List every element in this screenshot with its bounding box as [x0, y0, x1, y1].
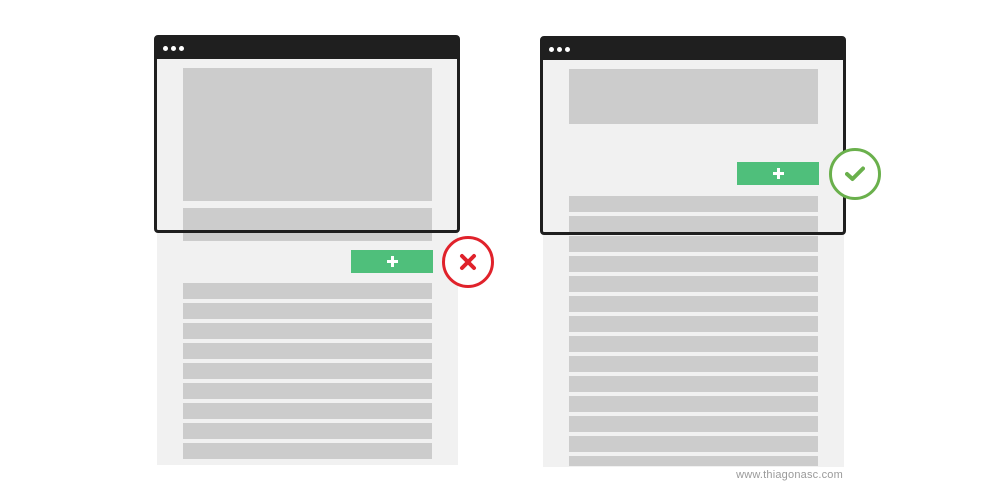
window-dot-icon: [557, 47, 562, 52]
list-row: [183, 303, 432, 319]
cross-icon: [460, 254, 476, 270]
list-row: [569, 376, 818, 392]
list-row: [183, 423, 432, 439]
plus-icon: [386, 256, 398, 267]
verdict-badge-bad: [442, 236, 494, 288]
window-dot-icon: [179, 46, 184, 51]
window-dot-icon: [163, 46, 168, 51]
plus-icon: [772, 168, 784, 179]
list-row: [569, 276, 818, 292]
list-row: [569, 356, 818, 372]
footer-credit: www.thiagonasc.com: [736, 469, 843, 481]
list-row: [183, 363, 432, 379]
list-row: [569, 256, 818, 272]
window-dot-icon: [171, 46, 176, 51]
list-row: [569, 436, 818, 452]
browser-viewport-bad: [154, 35, 460, 233]
list-row: [183, 443, 432, 459]
list-row: [569, 196, 818, 212]
list-row: [569, 456, 818, 466]
list-row: [569, 336, 818, 352]
list-row: [183, 383, 432, 399]
list-row: [569, 236, 818, 252]
add-button-bad[interactable]: [351, 250, 433, 273]
list-row: [569, 396, 818, 412]
browser-viewport-good: [540, 36, 846, 235]
check-icon: [845, 166, 865, 181]
list-row: [183, 283, 432, 299]
window-dot-icon: [549, 47, 554, 52]
list-row: [569, 296, 818, 312]
list-row: [183, 403, 432, 419]
browser-titlebar: [543, 39, 843, 60]
add-button-good[interactable]: [737, 162, 819, 185]
list-row: [569, 216, 818, 232]
list-row: [183, 323, 432, 339]
list-row: [569, 416, 818, 432]
browser-titlebar: [157, 38, 457, 59]
verdict-badge-good: [829, 148, 881, 200]
window-dot-icon: [565, 47, 570, 52]
hero-placeholder-bad: [183, 68, 432, 201]
list-row: [183, 343, 432, 359]
list-row: [569, 316, 818, 332]
title-placeholder-bad: [183, 208, 432, 241]
hero-placeholder-good: [569, 69, 818, 124]
